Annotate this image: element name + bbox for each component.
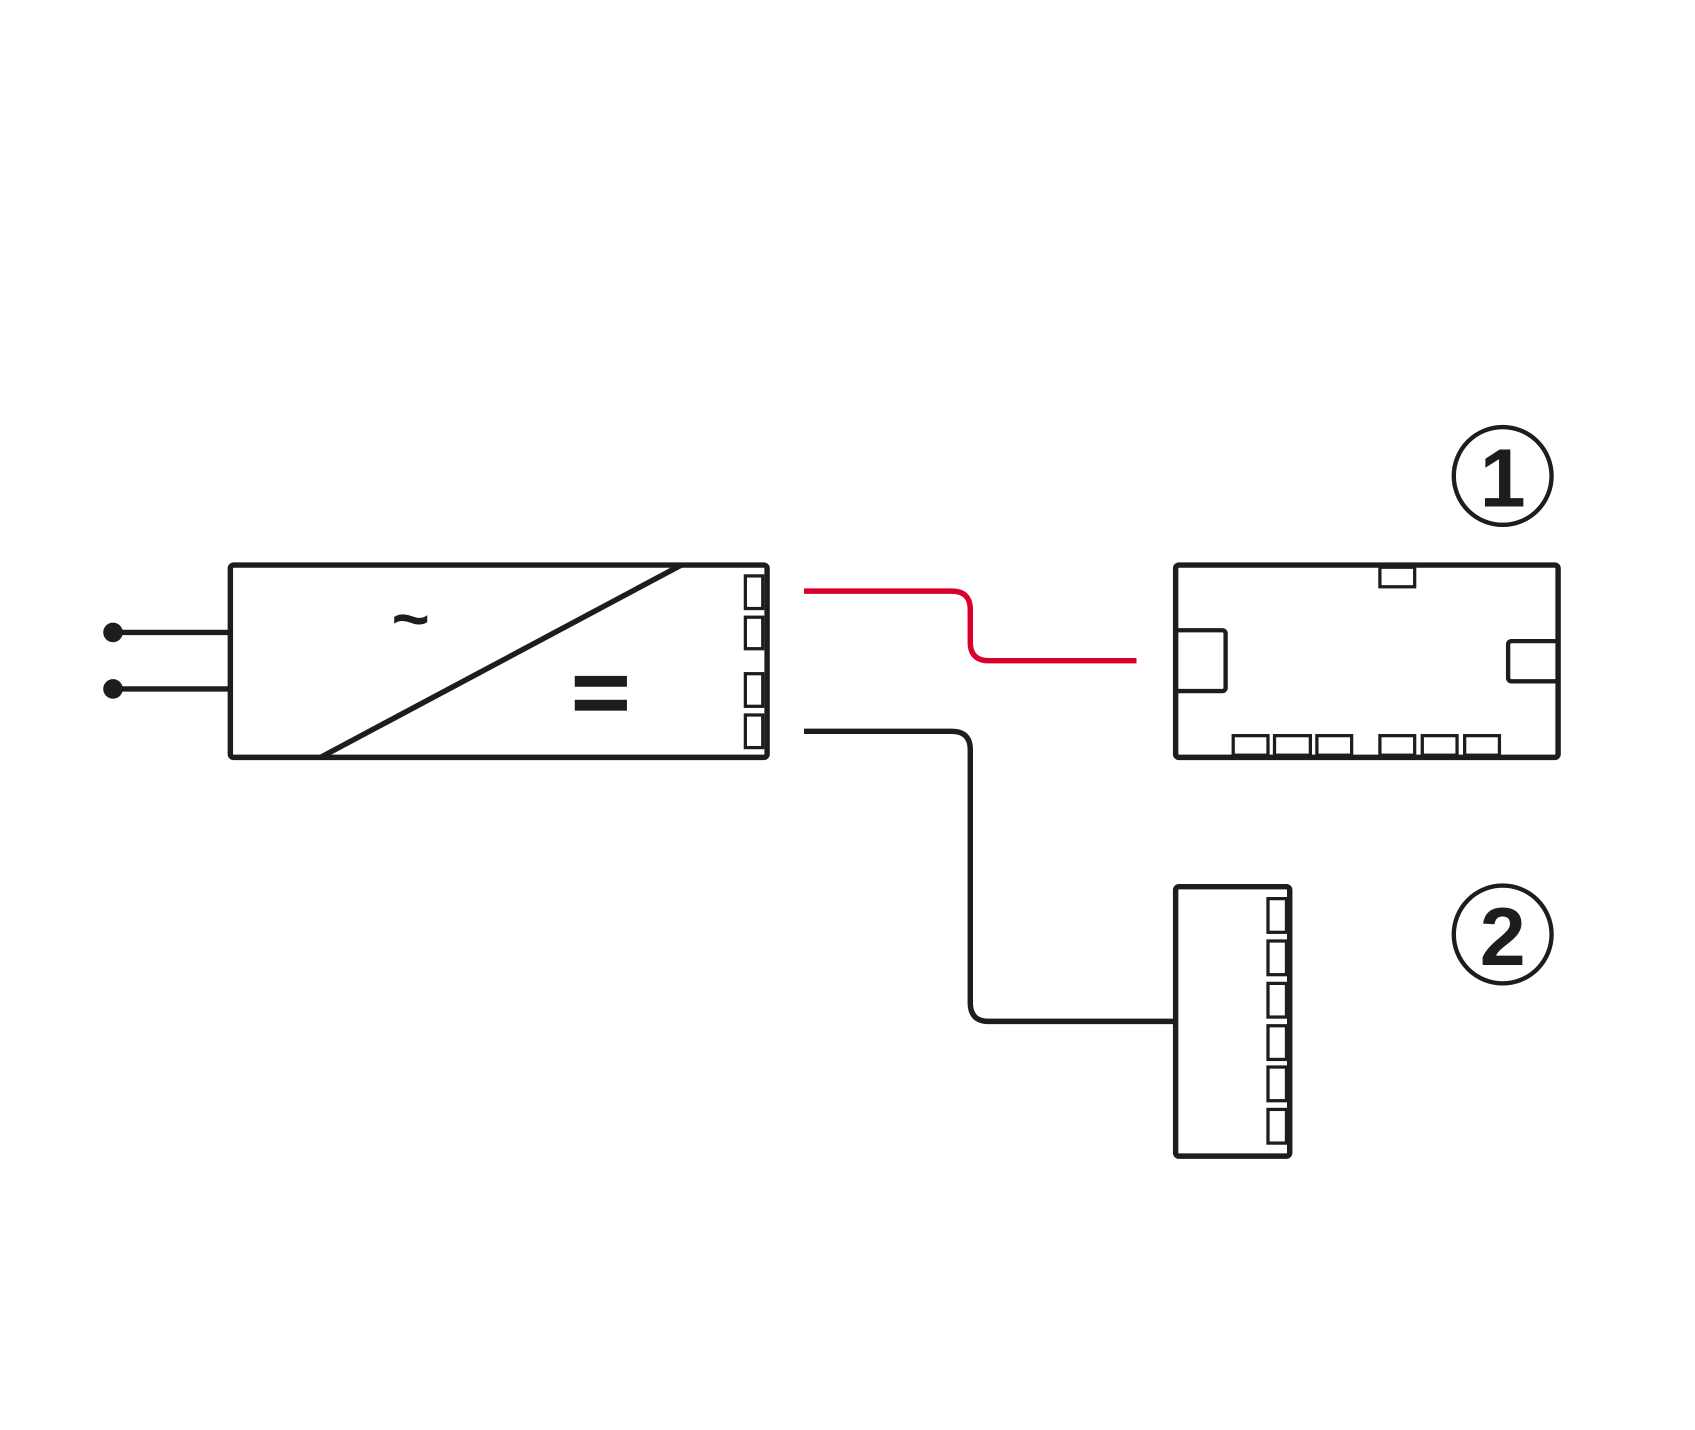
- mains-input: [103, 622, 231, 699]
- dc-symbol: [574, 675, 627, 711]
- psu-ports: [743, 574, 765, 750]
- device-1-distributor: [1172, 562, 1561, 761]
- ac-symbol: ~: [392, 582, 430, 655]
- svg-text:1: 1: [1480, 432, 1526, 524]
- device-2-distributor: [1172, 883, 1293, 1159]
- svg-text:2: 2: [1480, 891, 1526, 983]
- black-wire: [804, 728, 1176, 1025]
- label-1-badge: 1: [1451, 424, 1554, 528]
- power-supply: ~: [227, 562, 770, 761]
- red-wire: [804, 588, 1137, 664]
- label-2-badge: 2: [1451, 883, 1554, 986]
